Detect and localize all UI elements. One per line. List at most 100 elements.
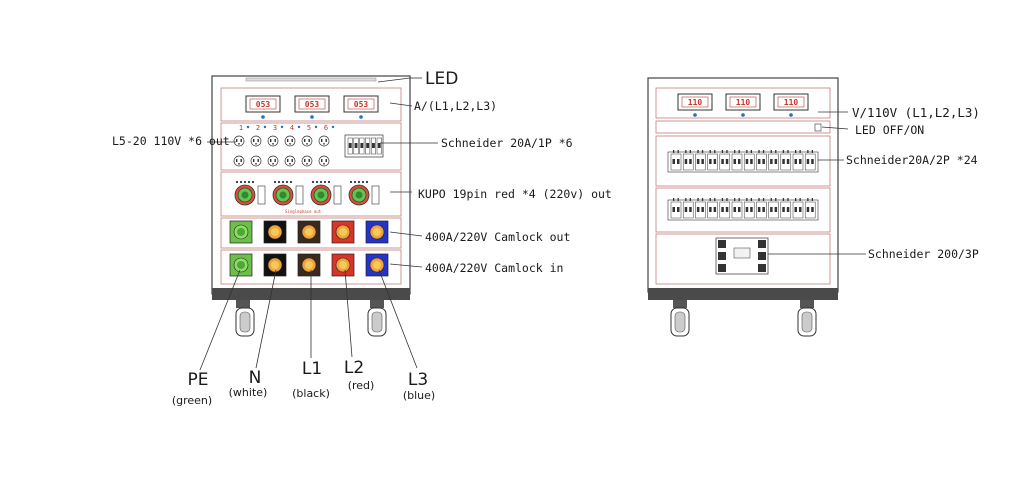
breaker-20a-2p[interactable]: [768, 150, 779, 171]
ammeter-2: 053: [294, 95, 330, 119]
camlock-l1-in[interactable]: [297, 253, 321, 277]
l5-20-outlet[interactable]: [250, 135, 262, 147]
breaker-20a-2p[interactable]: [719, 198, 731, 219]
outlet-indicator: [331, 125, 335, 129]
camlock-pe-out[interactable]: [229, 220, 253, 244]
breaker-panel-upper: [655, 135, 831, 187]
breaker-block-20a-1p: [344, 134, 384, 158]
label-main-breaker: Schneider 200/3P: [868, 247, 979, 261]
ammeter-panel: 053 053 053: [220, 87, 402, 122]
breaker-20a-2p[interactable]: [731, 150, 743, 171]
breaker-20a-2p[interactable]: [695, 150, 706, 171]
outlet-indicator: [263, 125, 267, 129]
camlock-l3-in[interactable]: [365, 253, 389, 277]
l5-20-outlet[interactable]: [301, 155, 313, 167]
breaker-20a-2p[interactable]: [707, 198, 718, 219]
l5-20-outlet[interactable]: [250, 155, 262, 167]
outlet-number: 5: [307, 124, 311, 132]
kupo-breaker[interactable]: [333, 185, 342, 205]
phase-label-l3: L3: [408, 370, 428, 390]
kupo-breaker[interactable]: [257, 185, 266, 205]
kupo-breaker[interactable]: [295, 185, 304, 205]
breaker-20a-2p[interactable]: [707, 150, 718, 171]
led-switch[interactable]: [814, 123, 822, 132]
l5-20-outlet[interactable]: [233, 155, 245, 167]
kupo-19pin-connector[interactable]: [310, 180, 342, 206]
phase-color-l3: (blue): [403, 389, 435, 402]
breaker-20a-2p[interactable]: [682, 198, 694, 219]
breaker-20a-1p[interactable]: [347, 137, 353, 155]
label-kupo: KUPO 19pin red *4 (220v) out: [418, 187, 612, 201]
breaker-20a-2p[interactable]: [756, 198, 767, 219]
camlock-pe-in[interactable]: [229, 253, 253, 277]
voltmeter-3: 110: [773, 93, 809, 117]
l5-20-outlet[interactable]: [318, 135, 330, 147]
camlock-l3-out[interactable]: [365, 220, 389, 244]
label-camlock-out: 400A/220V Camlock out: [425, 230, 570, 244]
breaker-20a-2p[interactable]: [682, 150, 694, 171]
kupo-19pin-connector[interactable]: [348, 180, 380, 206]
l5-20-outlet[interactable]: [284, 155, 296, 167]
voltmeter-reading: 110: [688, 98, 703, 107]
breaker-20a-2p[interactable]: [743, 198, 755, 219]
camlock-n-out[interactable]: [263, 220, 287, 244]
camlock-in-panel: [220, 249, 402, 285]
ammeter-reading: 053: [354, 100, 369, 109]
breaker-20a-2p[interactable]: [768, 198, 779, 219]
camlock-n-in[interactable]: [263, 253, 287, 277]
l5-20-outlet[interactable]: [301, 135, 313, 147]
phase-color-l1: (black): [292, 387, 330, 400]
breaker-20a-2p[interactable]: [804, 150, 816, 171]
ammeter-1: 053: [245, 95, 281, 119]
main-breaker-200-3p: [715, 237, 769, 275]
breaker-20a-2p[interactable]: [670, 150, 682, 171]
label-led-switch: LED OFF/ON: [855, 123, 924, 137]
breaker-20a-2p[interactable]: [719, 150, 731, 171]
breaker-20a-2p[interactable]: [695, 198, 706, 219]
camlock-l1-out[interactable]: [297, 220, 321, 244]
breaker-20a-2p[interactable]: [670, 198, 682, 219]
breaker-20a-2p[interactable]: [731, 198, 743, 219]
camlock-l2-in[interactable]: [331, 253, 355, 277]
breaker-20a-2p[interactable]: [780, 150, 792, 171]
camlock-l2-out[interactable]: [331, 220, 355, 244]
breaker-20a-2p[interactable]: [780, 198, 792, 219]
label-camlock-in: 400A/220V Camlock in: [425, 261, 563, 275]
breaker-20a-1p[interactable]: [370, 137, 376, 155]
l5-20-outlet[interactable]: [267, 135, 279, 147]
breaker-20a-1p[interactable]: [376, 137, 382, 155]
breaker-20a-1p[interactable]: [353, 137, 359, 155]
phase-label-l1: L1: [302, 359, 322, 379]
label-voltmeter: V/110V (L1,L2,L3): [852, 105, 980, 120]
breaker-20a-2p[interactable]: [756, 150, 767, 171]
kupo-19pin-connector[interactable]: [234, 180, 266, 206]
back-wheels: [670, 300, 817, 337]
outlet-indicator: [314, 125, 318, 129]
outlet-indicator: [280, 125, 284, 129]
breaker-20a-2p[interactable]: [792, 150, 804, 171]
outlet-number: 6: [324, 124, 328, 132]
l5-20-outlet[interactable]: [233, 135, 245, 147]
phase-color-pe: (green): [172, 394, 212, 407]
kupo-breaker[interactable]: [371, 185, 380, 205]
l5-20-outlet[interactable]: [284, 135, 296, 147]
kupo-19pin-connector[interactable]: [272, 180, 304, 206]
ammeter-reading: 053: [256, 100, 271, 109]
breaker-20a-2p[interactable]: [792, 198, 804, 219]
ammeter-3: 053: [343, 95, 379, 119]
l5-20-outlet[interactable]: [318, 155, 330, 167]
breaker-20a-1p[interactable]: [359, 137, 365, 155]
breaker-20a-2p[interactable]: [804, 198, 816, 219]
voltmeter-reading: 110: [784, 98, 799, 107]
front-wheels: [235, 300, 387, 337]
l5-20-outlet[interactable]: [267, 155, 279, 167]
label-breakers-20a-2p: Schneider20A/2P *24: [846, 153, 978, 167]
breaker-20a-2p[interactable]: [743, 150, 755, 171]
phase-color-l2: (red): [348, 379, 375, 392]
breaker-20a-1p[interactable]: [365, 137, 371, 155]
outlet-indicator: [246, 125, 250, 129]
kupo-panel: Singlephase out: [220, 171, 402, 217]
main-breaker-panel: [655, 233, 831, 285]
